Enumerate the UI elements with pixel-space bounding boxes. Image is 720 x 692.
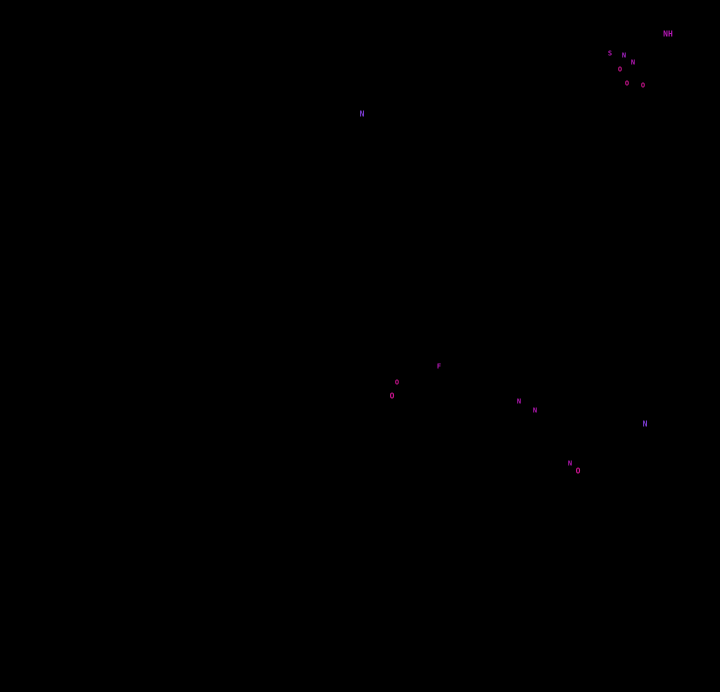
atom-label: O <box>640 81 646 90</box>
atom-label: O <box>389 391 395 401</box>
atom-label: N <box>516 397 522 406</box>
atom-label: N <box>642 419 648 429</box>
atom-label: O <box>624 79 630 88</box>
atom-label: N <box>567 459 573 468</box>
atom-label: O <box>394 378 400 387</box>
atom-label: NH <box>663 29 673 39</box>
atom-label: S <box>607 49 613 58</box>
atom-label: N <box>621 51 627 60</box>
atom-label: N <box>630 58 636 67</box>
atom-label: O <box>575 466 581 476</box>
atom-label: F <box>436 362 442 371</box>
atom-label: N <box>359 109 365 119</box>
atom-label: N <box>532 406 538 415</box>
atom-label: O <box>617 65 623 74</box>
